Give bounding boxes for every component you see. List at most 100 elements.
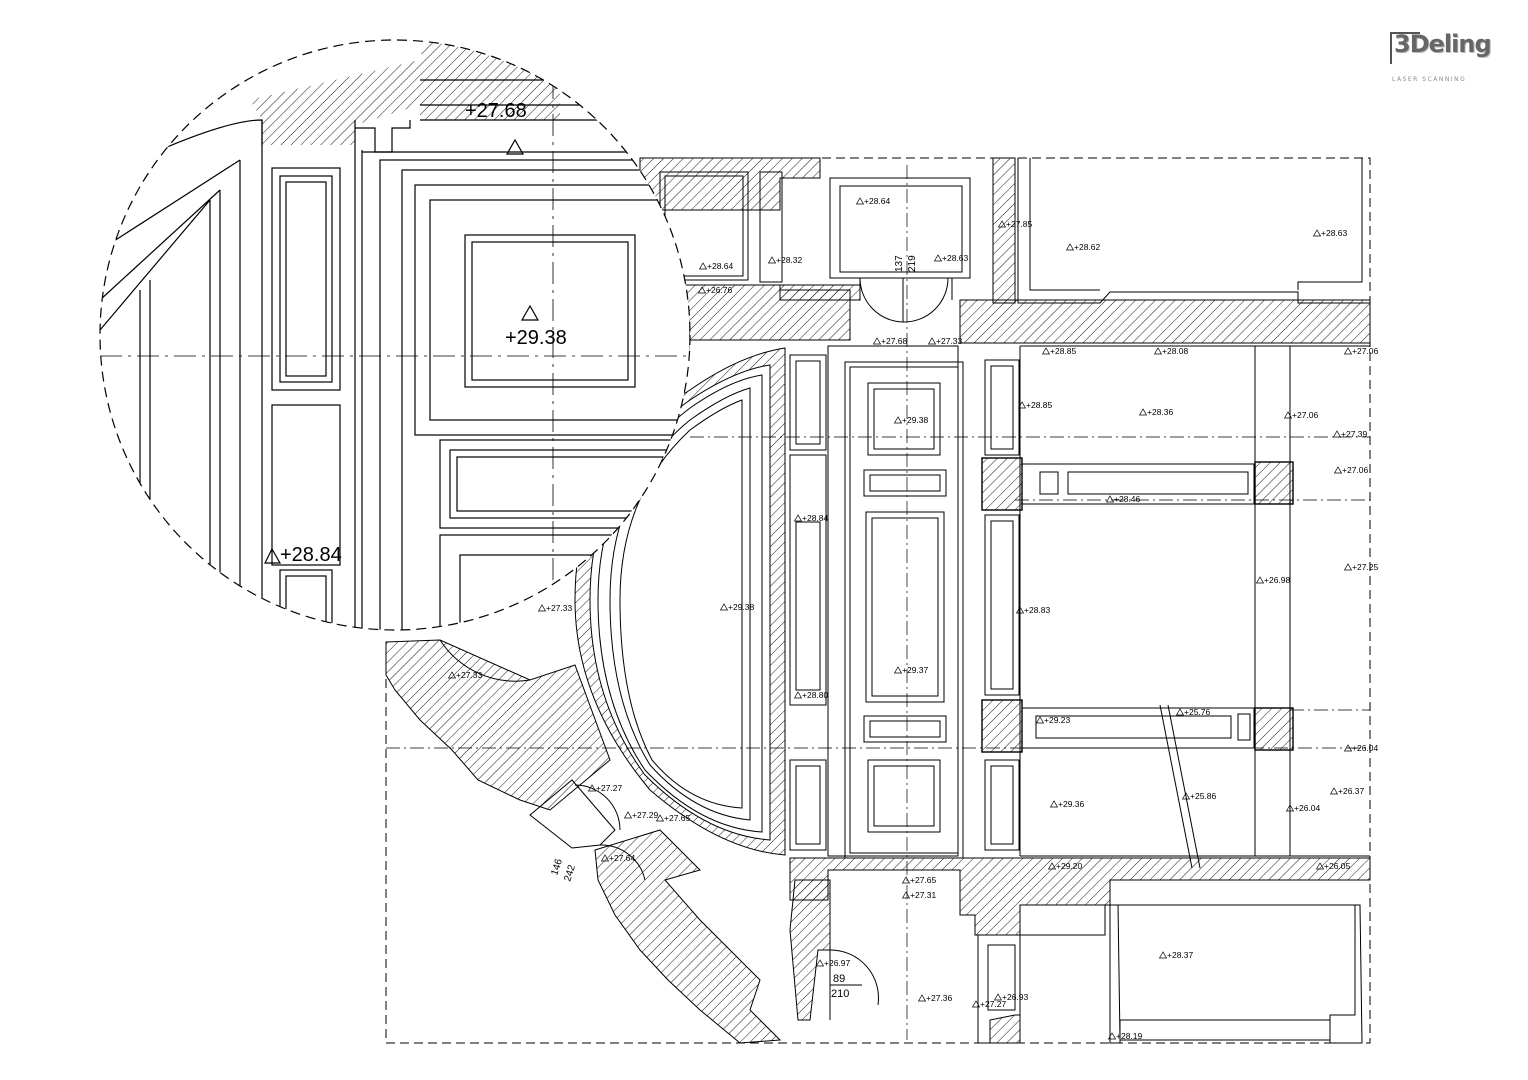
elevation-mark: +29.37	[893, 665, 929, 675]
elevation-mark: +27.06	[1333, 465, 1369, 475]
elevation-triangle-icon	[927, 337, 937, 345]
elevation-mark: +27.31	[901, 890, 937, 900]
elevation-label: +28.64	[864, 196, 891, 206]
elevation-label: +26.37	[1338, 786, 1365, 796]
door-bottom-width: 89	[833, 973, 845, 985]
elevation-mark: +27.06	[1283, 410, 1319, 420]
door-bottom-height: 210	[831, 988, 849, 1000]
elevation-mark: +25.86	[1181, 791, 1217, 801]
elevation-triangle-icon	[537, 604, 547, 612]
elevation-label: +27.31	[910, 890, 937, 900]
elevation-mark: +28.83	[1015, 605, 1051, 615]
elevation-mark: +28.36	[1138, 407, 1174, 417]
elevation-label: +28.62	[1074, 242, 1101, 252]
elevation-mark: +25.76	[1175, 707, 1211, 717]
elevation-triangle-icon	[793, 691, 803, 699]
elevation-label: +25.86	[1190, 791, 1217, 801]
elevation-mark: +27.36	[917, 993, 953, 1003]
mag-triangle-2	[520, 304, 540, 321]
elevation-triangle-icon	[1015, 606, 1025, 614]
elevation-label: +28.36	[1147, 407, 1174, 417]
elevation-triangle-icon	[1107, 1032, 1117, 1040]
elevation-label: +26.05	[1324, 861, 1351, 871]
elevation-mark: +27.29	[623, 810, 659, 820]
magnifier-labels: +27.68 +29.38 +28.84	[264, 100, 567, 566]
elevation-triangle-icon	[1105, 495, 1115, 503]
elevation-triangle-icon	[1332, 430, 1342, 438]
elevation-triangle-icon	[1343, 744, 1353, 752]
elevation-mark: +29.36	[1049, 799, 1085, 809]
elevation-triangle-icon	[1343, 347, 1353, 355]
elevation-label: +26.98	[1264, 575, 1291, 585]
elevation-label: +29.23	[1044, 715, 1071, 725]
elevation-label: +27.33	[456, 670, 483, 680]
elevation-label: +27.27	[596, 783, 623, 793]
elevation-triangle-icon	[1175, 708, 1185, 716]
elevation-label: +28.63	[942, 253, 969, 263]
logo-text: 3Deling	[1394, 30, 1492, 58]
elevation-label: +29.38	[728, 602, 755, 612]
elevation-mark: +29.20	[1047, 861, 1083, 871]
elevation-marks: +28.64+28.32+28.64+26.76+28.63+27.85+28.…	[447, 196, 1379, 1041]
elevation-label: +27.68	[881, 336, 908, 346]
elevation-mark: +27.27	[971, 999, 1007, 1009]
mag-elevation-3: +28.84	[280, 544, 342, 566]
elevation-triangle-icon	[1315, 862, 1325, 870]
elevation-label: +28.64	[707, 261, 734, 271]
elevation-mark: +28.80	[793, 690, 829, 700]
elevation-mark: +28.32	[767, 255, 803, 265]
elevation-label: +27.33	[936, 336, 963, 346]
elevation-label: +27.29	[632, 810, 659, 820]
elevation-label: +28.85	[1026, 400, 1053, 410]
elevation-mark: +26.05	[1315, 861, 1351, 871]
magnifier-circle	[100, 40, 690, 630]
elevation-triangle-icon	[1065, 243, 1075, 251]
elevation-triangle-icon	[1255, 576, 1265, 584]
elevation-triangle-icon	[901, 876, 911, 884]
elevation-mark: +26.97	[815, 958, 851, 968]
elevation-triangle-icon	[793, 514, 803, 522]
elevation-label: +27.25	[1352, 562, 1379, 572]
elevation-label: +27.85	[1006, 219, 1033, 229]
elevation-mark: +28.37	[1158, 950, 1194, 960]
elevation-triangle-icon	[1049, 800, 1059, 808]
elevation-label: +28.84	[802, 513, 829, 523]
elevation-label: +26.04	[1352, 743, 1379, 753]
elevation-triangle-icon	[933, 254, 943, 262]
elevation-mark: +26.04	[1285, 803, 1321, 813]
elevation-label: +29.38	[902, 415, 929, 425]
elevation-mark: +27.33	[927, 336, 963, 346]
elevation-triangle-icon	[1285, 804, 1295, 812]
elevation-triangle-icon	[1329, 787, 1339, 795]
elevation-mark: +27.25	[1343, 562, 1379, 572]
mag-elevation-2: +29.38	[505, 327, 567, 349]
elevation-triangle-icon	[971, 1000, 981, 1008]
elevation-label: +27.06	[1352, 346, 1379, 356]
elevation-triangle-icon	[1017, 401, 1027, 409]
elevation-mark: +27.39	[1332, 429, 1368, 439]
dimension-labels: 137 219 89 210 146 242	[549, 255, 918, 1000]
elevation-triangle-icon	[901, 891, 911, 899]
elevation-mark: +28.85	[1041, 346, 1077, 356]
elevation-triangle-icon	[698, 262, 708, 270]
elevation-triangle-icon	[447, 671, 457, 679]
elevation-mark: +26.37	[1329, 786, 1365, 796]
elevation-mark: +27.33	[447, 670, 483, 680]
mag-triangle-1	[505, 138, 525, 155]
elevation-mark: +27.27	[587, 783, 623, 793]
elevation-mark: +26.98	[1255, 575, 1291, 585]
elevation-mark: +28.85	[1017, 400, 1053, 410]
elevation-mark: +28.63	[1312, 228, 1348, 238]
elevation-label: +29.36	[1058, 799, 1085, 809]
elevation-triangle-icon	[1041, 347, 1051, 355]
elevation-mark: +26.93	[993, 992, 1029, 1002]
elevation-triangle-icon	[1283, 411, 1293, 419]
elevation-label: +28.37	[1167, 950, 1194, 960]
elevation-mark: +29.38	[719, 602, 755, 612]
elevation-label: +27.36	[926, 993, 953, 1003]
elevation-triangle-icon	[1035, 716, 1045, 724]
door-diag-height: 242	[562, 863, 578, 883]
elevation-triangle-icon	[1343, 563, 1353, 571]
elevation-label: +28.32	[776, 255, 803, 265]
